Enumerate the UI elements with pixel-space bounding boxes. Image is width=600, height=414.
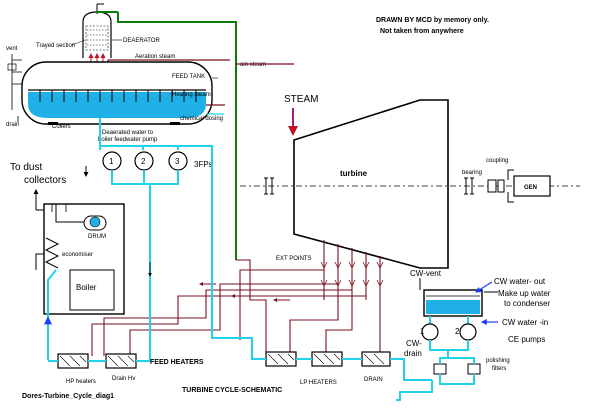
main-steam-label: ain steam (240, 62, 266, 68)
cw-out-arrow (474, 281, 493, 293)
makeup-label-2: to condenser (504, 299, 551, 308)
trayed-section-trays (87, 29, 107, 46)
drain-label-lp: DRAIN (364, 377, 383, 383)
tank-side-instruments (11, 54, 22, 110)
steam-inlet-label: STEAM (284, 94, 318, 105)
condensate-return-line (100, 145, 266, 360)
drum-water (89, 216, 101, 228)
cep-discharge (429, 340, 469, 358)
turbine-label: turbine (340, 169, 368, 178)
not-taken-note: Not taken from anywhere (380, 28, 464, 35)
boiler-feedwater-pump-label: boiler feedwater pump (98, 137, 158, 143)
turbine-casing (293, 99, 449, 269)
economiser-label: economiser (62, 252, 93, 258)
heaters-group: HP heaters Drain Hv FEED HEATERS LP HEAT… (48, 145, 432, 386)
generator-bracket (507, 169, 514, 203)
drain-label: drain (6, 122, 19, 128)
hp-heaters-label: HP heaters (66, 379, 96, 385)
hp-heater-inlet (136, 280, 151, 362)
ce-pump-2 (459, 323, 477, 341)
condenser-hotwell (426, 300, 480, 314)
coupling-half-b (497, 179, 505, 193)
boiler-group: To dust collectors DRUM economiser Boile… (10, 162, 125, 360)
level-gauge-box (7, 63, 17, 71)
ce-pumps-label: CE pumps (508, 335, 545, 344)
trayed-section-label: Trayed section (36, 43, 75, 49)
cw-out-label: CW water- out (494, 277, 546, 286)
coupling-half-a (487, 179, 497, 193)
chemical-dosing-label: chemical dosing (180, 116, 223, 122)
cw-in-label: CW water -in (502, 318, 548, 327)
trayed-section-leader (71, 39, 86, 46)
front-bearing (264, 177, 274, 195)
hp-heater-1 (57, 353, 89, 369)
lp-heaters-label: LP HEATERS (300, 380, 337, 386)
condenser-group: CW-vent CW water- out Make up water to c… (396, 269, 551, 401)
extraction-steam-lines (91, 259, 381, 358)
feed-tank-sparger (39, 90, 197, 102)
vent-label: vent (6, 46, 18, 52)
ext-points-label: EXT POINTS (276, 256, 312, 262)
polishing-return (396, 380, 433, 401)
drum-label: DRUM (88, 234, 106, 240)
heating-steam-label-1: Heating steam (172, 92, 211, 98)
makeup-label-1: Make up water (498, 289, 551, 298)
pump-discharge-header (111, 170, 179, 185)
collectors-label: collectors (24, 175, 66, 186)
extraction-arrows (320, 261, 384, 287)
drain-hv-label: Drain Hv (112, 376, 135, 382)
coilers-label: Coilers (52, 124, 71, 130)
deaerator-group: DEAERATOR Trayed section Aeration steam … (6, 3, 230, 143)
aeration-steam-label: Aeration steam (135, 54, 175, 60)
drain-cooler (361, 351, 391, 367)
boiler-furnace (69, 269, 115, 311)
economiser-coil (44, 237, 60, 269)
cw-drain-label-2: drain (404, 349, 422, 358)
polishing-label-2: filters (492, 366, 506, 372)
feed-pump-1-label: 1 (109, 157, 114, 166)
tank-supports (48, 122, 180, 125)
trayed-section-box (85, 25, 109, 51)
feed-pump-3-label: 3 (175, 157, 180, 166)
flue-gas-duct (35, 209, 45, 270)
deaerated-water-label: Deaerated water to (102, 130, 154, 136)
extraction-flow-arrows (199, 282, 290, 302)
ce-pump-2-label: 2 (455, 327, 460, 336)
lp-heater-2 (311, 351, 343, 367)
lp-heater-1 (265, 351, 297, 367)
cep-suction (429, 316, 469, 324)
feed-tank-water (28, 92, 206, 118)
polishing-filter-2 (467, 363, 481, 375)
main-steam-group: ain steam STEAM (96, 11, 318, 260)
drain-cooler-outlet (390, 358, 432, 381)
schematic-caption: TURBINE CYCLE-SCHEMATIC (182, 387, 282, 394)
turbine-group: turbine bearing coupling GEN EXT POINTS (240, 99, 580, 300)
cw-vent-label: CW-vent (410, 269, 442, 278)
deaerator-label: DEAERATOR (123, 38, 160, 44)
rear-bearing (464, 177, 474, 195)
feed-heaters-label: FEED HEATERS (150, 359, 204, 366)
feed-tank-label: FEED TANK (172, 74, 205, 80)
boiler-label: Boiler (76, 283, 97, 292)
main-steam-line (117, 12, 237, 260)
generator-label: GEN (524, 185, 537, 191)
cw-drain-label-1: CW- (406, 339, 422, 348)
feed-pumps-label: 3FPs (194, 160, 213, 169)
hp-heater-2 (105, 353, 137, 369)
drawn-by-note: DRAWN BY MCD by memory only. (376, 17, 489, 24)
polishing-piping (439, 357, 475, 385)
to-dust-label: To dust (10, 162, 42, 173)
ce-pump-1-label: 1 (420, 327, 425, 336)
generator-box (513, 175, 551, 197)
polishing-filter-1 (433, 363, 447, 375)
boiler-top-nozzle (51, 203, 67, 212)
coupling-label: coupling (486, 158, 508, 164)
polishing-label-1: polishing (486, 358, 510, 364)
boiler-inner-wall (55, 204, 90, 223)
bearing-label: bearing (462, 170, 482, 176)
diagram-name-caption: Dores-Turbine_Cycle_diag1 (22, 393, 114, 400)
feed-pump-2-label: 2 (141, 157, 146, 166)
